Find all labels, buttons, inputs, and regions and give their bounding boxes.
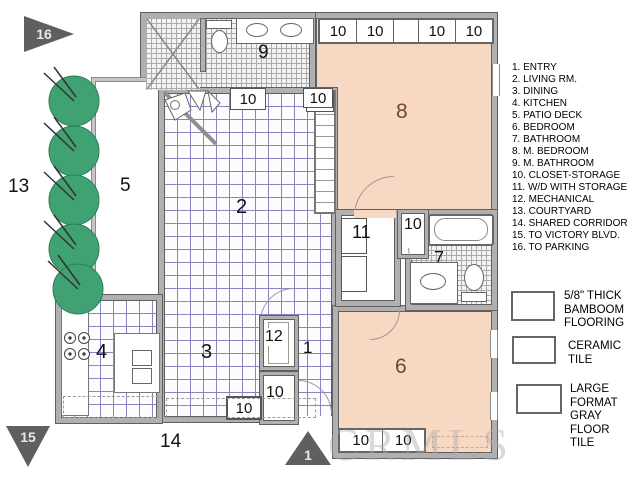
room-label-bedroom: 6 [395,355,407,378]
stove-burner-icon [64,332,76,344]
closet-cell: 10 [340,430,383,451]
marker-to-victory: 15 [6,426,50,467]
window-icon [492,64,500,96]
legend-item: 5. PATIO DECK [512,110,583,121]
window-icon [490,330,498,358]
legend-item: 10. CLOSET-STORAGE [512,170,621,181]
material-label-ceramic: CERAMIC TILE [568,340,622,366]
bedroom-dashed-detail [432,436,488,448]
kitchen-sink-icon [132,350,152,366]
tree-icon [43,116,100,177]
bathtub-inner [434,218,488,241]
upper-cabinet-dashed [166,398,316,418]
room-label-living: 2 [236,196,248,218]
room-label-bathroom: 7 [434,248,445,268]
closet-cell: 10 [320,20,358,42]
legend-item: 7. BATHROOM [512,134,581,145]
kitchen-sink-icon [132,368,152,384]
closet-cell-blank [394,20,419,42]
stove-burner-icon [64,348,76,360]
site-label-corridor: 14 [160,431,182,452]
toilet-tank-master [206,20,232,29]
closet-cell: 10 [419,20,456,42]
legend-item: 2. LIVING RM. [512,74,578,85]
room-label-patio: 5 [120,175,131,196]
tree-icon [43,66,100,127]
legend-item: 3. DINING [512,86,559,97]
toilet-icon [464,264,484,291]
wall-shower-divider [200,18,206,72]
swatch-bamboo-flooring [511,291,555,321]
shelved-closet-strip [314,90,336,214]
sink-icon [420,273,446,290]
toilet-tank [461,292,487,302]
room-label-m-bathroom: 9 [258,42,269,63]
legend-item: 14. SHARED CORRIDOR [512,218,628,229]
legend-item: 13. COURTYARD [512,206,592,217]
dryer-icon [341,256,367,292]
marker-entry-arrow-label: 1 [304,447,312,463]
tree-icon [47,254,104,315]
toilet-icon [211,30,228,53]
shower-x-lines [146,18,200,90]
room-label-m-bedroom: 8 [396,100,408,123]
marker-to-victory-label: 15 [20,429,36,445]
window-icon [490,392,498,420]
legend-item: 8. M. BEDROOM [512,146,589,157]
door-gap-m-bedroom [354,210,396,218]
stove-burner-icon [78,348,90,360]
marker-entry-arrow: 1 [285,431,331,465]
legend-item: 12. MECHANICAL [512,194,595,205]
room-label-dining: 3 [201,341,213,363]
room-legend: 1. ENTRY 2. LIVING RM. 3. DINING 4. KITC… [512,62,640,254]
closet-tag: 10 [230,88,266,110]
upper-cabinet-dashed [63,396,159,418]
closet-row-master: 10 10 10 10 [318,18,494,44]
closet-tag: 10 [303,88,333,108]
legend-item: 1. ENTRY [512,62,557,73]
closet-cell: 10 [394,432,412,449]
swatch-ceramic-tile [512,336,556,364]
swatch-large-format-tile [516,384,562,414]
closet-row-bedroom: 10 10 [338,428,426,453]
closet-tag: 10 [226,396,262,420]
legend-item: 15. TO VICTORY BLVD. [512,230,620,241]
room-patio-deck [91,77,167,301]
legend-item: 9. M. BATHROOM [512,158,595,169]
closet-cell: 10 [357,20,395,42]
room-label-laundry: 11 [352,222,371,242]
room-label-kitchen: 4 [96,341,108,363]
door-gap-entry [298,416,332,424]
shower [146,18,200,90]
material-label-bamboo: 5/8" THICK BAMBOOM FLOORING [564,290,625,329]
site-label-courtyard: 13 [8,176,30,197]
legend-item: 6. BEDROOM [512,122,575,133]
washer-icon [341,218,367,254]
sink-icon [246,23,268,37]
room-label-mechanical: 12 [264,328,284,346]
closet-cell: 10 [465,22,483,40]
legend-item: 16. TO PARKING [512,242,590,253]
legend-item: 4. KITCHEN [512,98,568,109]
closet-tag: 10 [404,216,422,233]
material-label-large-format: LARGE FORMAT GRAY FLOOR TILE [570,383,618,449]
watermark: CRMLS [328,419,514,470]
sink-icon [280,23,302,37]
entry-corner-detail [162,89,221,146]
stove-burner-icon [78,332,90,344]
tree-icon [43,165,100,226]
marker-to-parking: 16 [24,16,74,52]
legend-item: 11. W/D WITH STORAGE [512,182,628,193]
marker-to-parking-label: 16 [36,26,52,42]
room-label-entry: 1 [303,338,313,357]
closet-tag: 10 [266,384,284,401]
